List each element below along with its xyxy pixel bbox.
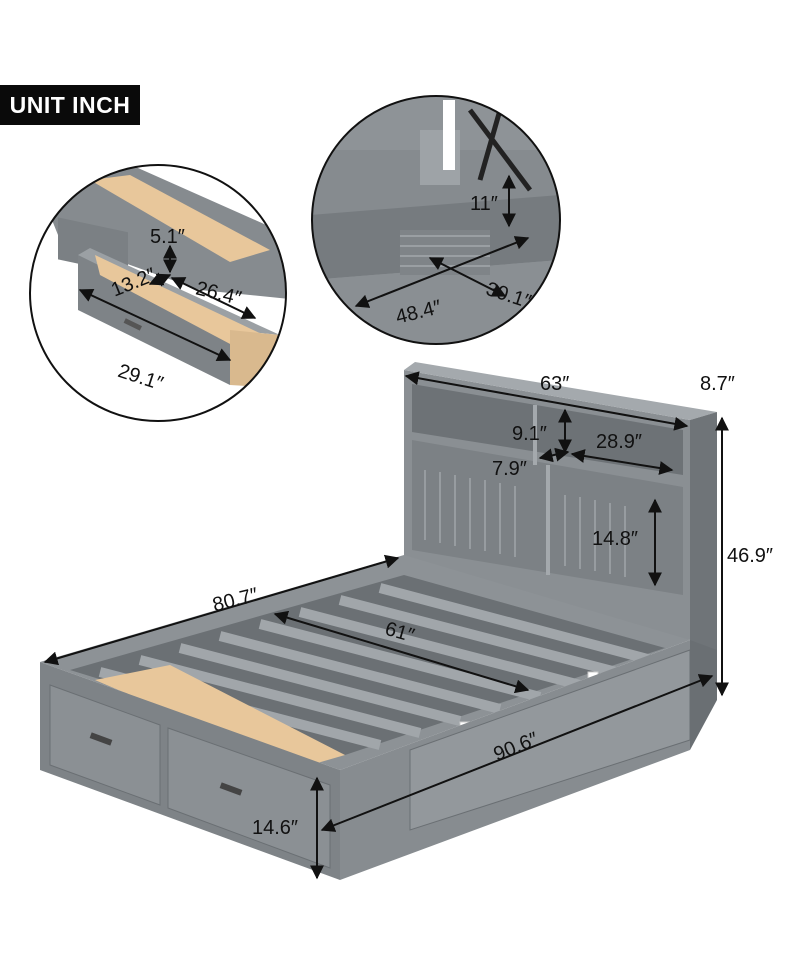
- shelf-width-arrow: [570, 449, 674, 475]
- drawer-depth-arrow: [148, 272, 172, 287]
- drawer-height-label: 5.1″: [150, 226, 185, 248]
- shelf-height-label: 9.1″: [512, 423, 547, 445]
- cabinet-height-label: 14.8″: [592, 528, 638, 550]
- bed-length-arrow: [320, 674, 714, 832]
- storage-width-arrow: [428, 257, 507, 297]
- side-height-label: 14.6″: [252, 817, 298, 839]
- headboard-depth-label: 8.7″: [700, 373, 735, 395]
- shelf-depth-label: 7.9″: [492, 458, 527, 480]
- total-height-label: 46.9″: [727, 545, 773, 567]
- drawer-length-arrow: [78, 288, 232, 362]
- headboard-width-label: 63″: [540, 373, 569, 395]
- unit-label: UNIT INCH: [0, 85, 140, 125]
- bed-width-arrow: [43, 554, 400, 666]
- storage-height-label: 11″: [470, 193, 498, 215]
- headboard-width-arrow: [404, 371, 689, 431]
- shelf-depth-arrow: [538, 447, 570, 463]
- shelf-width-label: 28.9″: [596, 431, 642, 453]
